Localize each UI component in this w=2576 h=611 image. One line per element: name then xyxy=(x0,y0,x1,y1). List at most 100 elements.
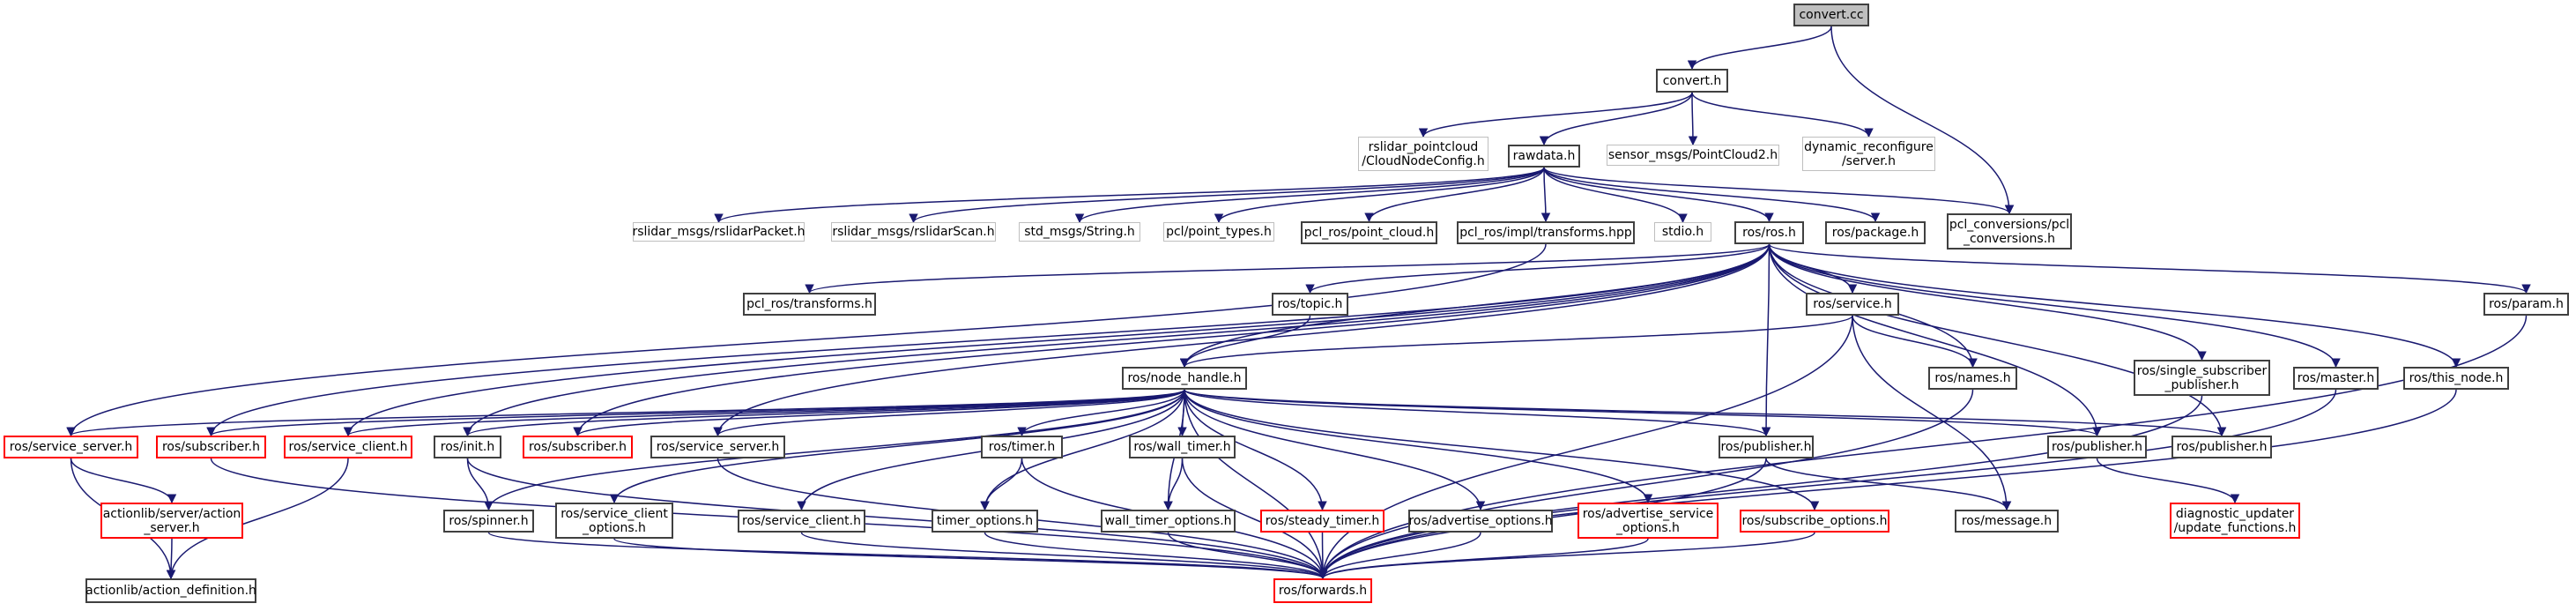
node-stdio[interactable]: stdio.h xyxy=(1654,222,1711,242)
edge-rosros-to-srvserver2 xyxy=(713,243,1771,437)
edge-srvclientopts-to-forwards xyxy=(613,538,1327,580)
edge-convert_h-to-rawdata xyxy=(1539,92,1693,146)
edge-rawdata-to-pclconv xyxy=(1543,167,2015,215)
edge-rosros-to-subscriber1 xyxy=(206,243,1771,437)
node-rawdata[interactable]: rawdata.h xyxy=(1508,145,1580,168)
node-impltransforms[interactable]: pcl_ros/impl/transforms.hpp xyxy=(1457,221,1635,244)
node-stdstring[interactable]: std_msgs/String.h xyxy=(1019,222,1140,242)
edge-nodehandle-to-advopts xyxy=(1184,389,1486,511)
edge-nodehandle-to-forwards xyxy=(1184,389,1328,580)
node-rslidarpacket[interactable]: rslidar_msgs/rslidarPacket.h xyxy=(632,222,805,242)
node-srvclient2[interactable]: ros/service_client.h xyxy=(738,510,865,533)
node-walltimeropts[interactable]: wall_timer_options.h xyxy=(1101,510,1236,533)
node-nodehandle[interactable]: ros/node_handle.h xyxy=(1122,367,1247,390)
node-advsrvopts[interactable]: ros/advertise_service _options.h xyxy=(1578,503,1719,539)
node-forwards[interactable]: ros/forwards.h xyxy=(1273,578,1372,603)
edge-actionserver-to-actiondef xyxy=(166,538,176,580)
edge-nodehandle-to-publisher2 xyxy=(1184,389,2102,437)
edge-walltimer-to-forwards xyxy=(1181,458,1328,580)
node-rosros[interactable]: ros/ros.h xyxy=(1734,221,1804,244)
edge-nodehandle-to-publisher1 xyxy=(1184,389,1771,437)
node-diagnostic[interactable]: diagnostic_updater /update_functions.h xyxy=(2170,503,2300,539)
node-convert_h[interactable]: convert.h xyxy=(1656,69,1728,93)
edge-topic-to-nodehandle xyxy=(1179,315,1311,369)
edge-nodehandle-to-subscriber2 xyxy=(573,389,1185,437)
edge-rawdata-to-package xyxy=(1543,167,1881,223)
node-pclpointcloud[interactable]: pcl_ros/point_cloud.h xyxy=(1301,221,1437,244)
edge-master-to-forwards xyxy=(1318,389,2337,580)
edge-nodehandle-to-subopts xyxy=(1184,389,1820,511)
node-singlesub[interactable]: ros/single_subscriber _publisher.h xyxy=(2134,360,2270,396)
node-topic[interactable]: ros/topic.h xyxy=(1272,293,1348,316)
edge-srvclient2-to-forwards xyxy=(800,532,1328,580)
edge-rosros-to-init xyxy=(463,243,1771,437)
edge-nodehandle-to-srvserver1 xyxy=(66,389,1185,437)
node-srvserver2[interactable]: ros/service_server.h xyxy=(650,436,785,458)
edge-param-to-forwards xyxy=(1318,315,2528,580)
edge-convert_h-to-dynreconf xyxy=(1691,92,1874,138)
node-cloudnodeconfig[interactable]: rslidar_pointcloud /CloudNodeConfig.h xyxy=(1358,137,1488,171)
edge-thisnode-to-forwards xyxy=(1318,389,2457,580)
node-rslidarscan[interactable]: rslidar_msgs/rslidarScan.h xyxy=(831,222,996,242)
node-pclconv[interactable]: pcl_conversions/pcl _conversions.h xyxy=(1947,213,2072,250)
edge-subopts-to-forwards xyxy=(1318,532,1815,580)
edge-rosros-to-param xyxy=(1768,243,2531,294)
edge-nodehandle-to-subscriber1 xyxy=(206,389,1185,437)
edge-rawdata-to-rosros xyxy=(1543,167,1774,223)
node-publisher3[interactable]: ros/publisher.h xyxy=(2171,436,2272,458)
edge-names-to-forwards xyxy=(1318,389,1974,580)
edge-steadytimer-to-forwards xyxy=(1318,532,1328,580)
edge-rawdata-to-impltransforms xyxy=(1540,167,1551,223)
edge-init-to-forwards xyxy=(466,458,1328,580)
edge-convert_h-to-pointcloud2 xyxy=(1688,92,1698,146)
node-service[interactable]: ros/service.h xyxy=(1806,293,1899,316)
node-srvclientopts[interactable]: ros/service_client _options.h xyxy=(555,503,673,539)
edge-impltransforms-to-srvserver1 xyxy=(66,243,1547,437)
edge-srvserver1-to-actionserver xyxy=(70,458,177,504)
node-timeropts[interactable]: timer_options.h xyxy=(932,510,1038,533)
node-package[interactable]: ros/package.h xyxy=(1825,221,1926,244)
node-subscriber2[interactable]: ros/subscriber.h xyxy=(523,436,633,458)
node-srvserver1[interactable]: ros/service_server.h xyxy=(4,436,138,458)
edge-nodehandle-to-publisher3 xyxy=(1184,389,2226,437)
edge-convert_cc-to-pclconv xyxy=(1830,26,2015,215)
node-srvclient1[interactable]: ros/service_client.h xyxy=(284,436,412,458)
node-publisher1[interactable]: ros/publisher.h xyxy=(1719,436,1814,458)
node-spinner[interactable]: ros/spinner.h xyxy=(443,510,534,533)
edge-rawdata-to-pointtypes xyxy=(1214,167,1545,224)
edge-walltimeropts-to-forwards xyxy=(1167,532,1328,580)
node-init[interactable]: ros/init.h xyxy=(434,436,501,458)
node-pointtypes[interactable]: pcl/point_types.h xyxy=(1163,222,1274,242)
node-subscriber1[interactable]: ros/subscriber.h xyxy=(156,436,266,458)
node-convert_cc[interactable]: convert.cc xyxy=(1793,4,1869,26)
node-timer[interactable]: ros/timer.h xyxy=(981,436,1063,458)
node-steadytimer[interactable]: ros/steady_timer.h xyxy=(1260,510,1385,533)
node-names[interactable]: ros/names.h xyxy=(1928,367,2017,390)
node-thisnode[interactable]: ros/this_node.h xyxy=(2403,367,2509,390)
edge-advopts-to-forwards xyxy=(1318,532,1481,580)
node-walltimer[interactable]: ros/wall_timer.h xyxy=(1129,436,1236,458)
edge-nodehandle-to-srvclientopts xyxy=(609,389,1185,504)
edge-nodehandle-to-init xyxy=(463,389,1185,437)
node-subopts[interactable]: ros/subscribe_options.h xyxy=(1740,510,1889,533)
edge-nodehandle-to-advsrvopts xyxy=(1184,389,1653,504)
edge-rosros-to-subscriber2 xyxy=(573,243,1771,437)
edge-rawdata-to-stdstring xyxy=(1074,167,1545,224)
edge-service-to-message xyxy=(1852,315,2012,511)
node-advopts[interactable]: ros/advertise_options.h xyxy=(1408,510,1553,533)
node-actionserver[interactable]: actionlib/server/action _server.h xyxy=(100,503,243,539)
node-publisher2[interactable]: ros/publisher.h xyxy=(2047,436,2147,458)
node-master[interactable]: ros/master.h xyxy=(2293,367,2379,390)
node-pointcloud2[interactable]: sensor_msgs/PointCloud2.h xyxy=(1607,145,1779,166)
edge-rosros-to-thisnode xyxy=(1768,243,2461,369)
edge-walltimer-to-walltimeropts xyxy=(1163,458,1184,511)
node-dynreconf[interactable]: dynamic_reconfigure /server.h xyxy=(1802,137,1935,171)
edge-rosros-to-srvclient1 xyxy=(343,243,1771,437)
node-param[interactable]: ros/param.h xyxy=(2483,293,2569,316)
edge-rosros-to-publisher1 xyxy=(1761,243,1771,437)
edge-rawdata-to-pclpointcloud xyxy=(1364,167,1545,223)
node-actiondef[interactable]: actionlib/action_definition.h xyxy=(85,578,256,603)
node-pcltransforms[interactable]: pcl_ros/transforms.h xyxy=(743,293,876,316)
node-message[interactable]: ros/message.h xyxy=(1955,510,2059,533)
